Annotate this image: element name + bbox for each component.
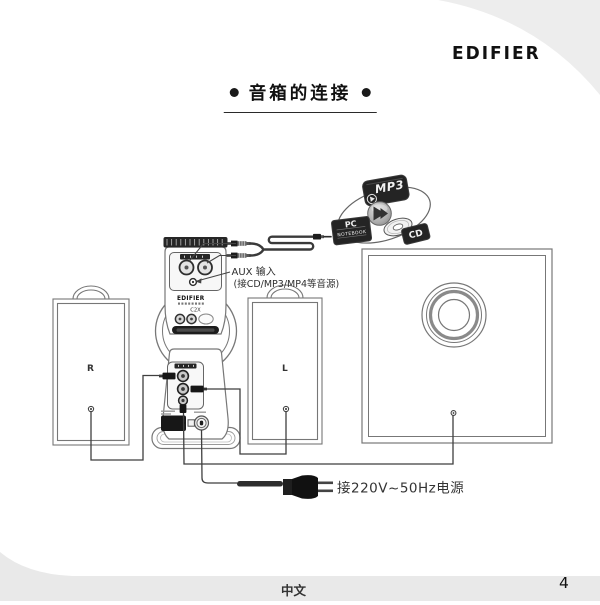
footer-language-label: 中文 <box>281 583 307 598</box>
title-bullet-right <box>361 88 371 97</box>
footer-page-number: 4 <box>559 574 569 592</box>
edifier-logo: EDIFIER <box>452 43 541 65</box>
pod-brand-logo: EDIFIER <box>177 296 205 302</box>
power-switch <box>161 415 186 431</box>
footer-bar <box>0 552 600 601</box>
fuse-square <box>187 419 195 427</box>
left-speaker-label: L <box>282 364 288 374</box>
power-plug <box>237 475 333 499</box>
pod-model-label: C2X <box>190 308 201 314</box>
plug-prong-top <box>318 481 333 485</box>
notebook-label: NOTEBOOK <box>337 229 367 239</box>
aux-label-line1: AUX 输入 <box>232 265 276 278</box>
control-pod-rear <box>151 348 241 450</box>
left-speaker: L <box>247 284 323 445</box>
cd-label: CD <box>408 228 424 241</box>
right-speaker-label: R <box>87 364 94 374</box>
headphone-area <box>198 313 214 325</box>
aux-callout-line <box>196 271 231 282</box>
power-label: 接220V~50Hz电源 <box>337 480 464 497</box>
page-title-text: 音箱的连接 <box>248 84 352 104</box>
plug-right-speaker <box>162 372 176 380</box>
audio-sources-cluster: MP3 CD PC NOTEBOOK <box>224 174 431 259</box>
pc-notebook-icon: PC NOTEBOOK <box>331 216 373 246</box>
cd-icon: CD <box>401 223 431 245</box>
corner-swoosh <box>438 0 600 95</box>
plug-left-speaker <box>190 385 204 393</box>
mp3-icon: MP3 <box>362 174 410 207</box>
pc-label: PC <box>344 219 357 229</box>
rear-tiny-text-marks <box>161 410 206 415</box>
play-button-icon <box>367 201 392 226</box>
cable-left-speaker <box>207 388 287 455</box>
page-title: 音箱的连接 <box>223 80 377 113</box>
cable-power <box>200 429 237 484</box>
subwoofer <box>361 248 553 444</box>
cable-right-speaker <box>90 374 162 461</box>
pod-top-grill <box>163 237 228 248</box>
rca-to-minijack-cable <box>224 233 332 259</box>
plug-prong-bottom <box>318 489 333 493</box>
mp3-label: MP3 <box>374 177 405 196</box>
aux-label-line2: (接CD/MP3/MP4等音源) <box>234 278 340 290</box>
input-callout-lines <box>188 242 236 264</box>
control-pod-front: EDIFIER C2X <box>163 237 236 335</box>
pod-brand-tagline-marks <box>178 302 204 305</box>
cable-subwoofer <box>182 412 454 465</box>
speaker-cables <box>90 374 454 484</box>
plug-subwoofer <box>179 404 187 413</box>
title-bullet-left <box>229 88 239 97</box>
